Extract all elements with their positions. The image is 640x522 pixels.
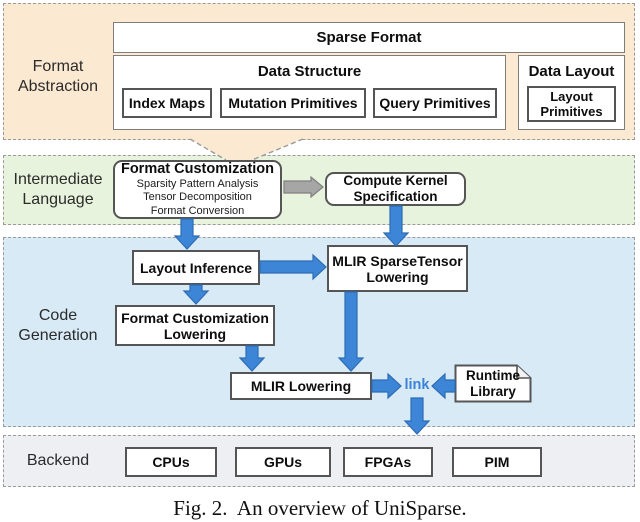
data-layout-title: Data Layout bbox=[528, 63, 615, 80]
format-customization-line-3: Format Conversion bbox=[150, 204, 245, 217]
compute-kernel-specification-label: Compute Kernel Specification bbox=[343, 173, 448, 204]
mlir-lowering-box: MLIR Lowering bbox=[230, 372, 372, 400]
backend-gpus-box: GPUs bbox=[235, 447, 331, 477]
backend-fpgas-box: FPGAs bbox=[343, 447, 433, 477]
sparse-format-title: Sparse Format bbox=[316, 29, 422, 46]
format-customization-box: Format Customization Sparsity Pattern An… bbox=[113, 160, 282, 219]
query-primitives-box: Query Primitives bbox=[373, 88, 497, 118]
layout-primitives-box: Layout Primitives bbox=[527, 86, 616, 122]
mutation-primitives-box: Mutation Primitives bbox=[220, 88, 366, 118]
sparse-format-box: Sparse Format bbox=[113, 22, 625, 53]
label-format-abstraction: Format Abstraction bbox=[17, 58, 99, 95]
gpus-label: GPUs bbox=[263, 454, 303, 470]
mlir-lowering-label: MLIR Lowering bbox=[250, 378, 352, 394]
index-maps-box: Index Maps bbox=[122, 88, 212, 118]
label-intermediate-language: Intermediate Language bbox=[13, 171, 103, 208]
runtime-library-doc: Runtime Library bbox=[454, 364, 532, 403]
pim-label: PIM bbox=[484, 454, 510, 470]
label-code-generation: Code Generation bbox=[18, 307, 98, 344]
runtime-library-label: Runtime Library bbox=[466, 368, 520, 399]
format-customization-lowering-label: Format Customization Lowering bbox=[121, 309, 269, 342]
format-customization-lowering-box: Format Customization Lowering bbox=[115, 305, 275, 346]
mutation-primitives-label: Mutation Primitives bbox=[228, 95, 358, 111]
format-customization-line-1: Sparsity Pattern Analysis bbox=[136, 177, 259, 190]
index-maps-label: Index Maps bbox=[128, 95, 206, 111]
label-backend: Backend bbox=[26, 452, 90, 469]
format-customization-line-2: Tensor Decomposition bbox=[143, 191, 252, 204]
cpus-label: CPUs bbox=[152, 454, 190, 470]
mlir-sparsetensor-lowering-label: MLIR SparseTensor Lowering bbox=[332, 252, 463, 285]
query-primitives-label: Query Primitives bbox=[379, 95, 491, 111]
compute-kernel-specification-box: Compute Kernel Specification bbox=[325, 172, 466, 206]
backend-pim-box: PIM bbox=[452, 447, 542, 477]
link-label: link bbox=[404, 377, 430, 393]
format-customization-title: Format Customization bbox=[120, 160, 275, 177]
layout-inference-label: Layout Inference bbox=[139, 259, 253, 276]
figure-caption: Fig. 2. An overview of UniSparse. bbox=[173, 496, 467, 520]
backend-cpus-box: CPUs bbox=[125, 447, 217, 477]
mlir-sparsetensor-lowering-box: MLIR SparseTensor Lowering bbox=[327, 245, 468, 292]
layout-inference-box: Layout Inference bbox=[132, 250, 260, 285]
data-structure-title: Data Structure bbox=[257, 63, 362, 80]
layout-primitives-label: Layout Primitives bbox=[540, 89, 603, 119]
fpgas-label: FPGAs bbox=[364, 454, 412, 470]
